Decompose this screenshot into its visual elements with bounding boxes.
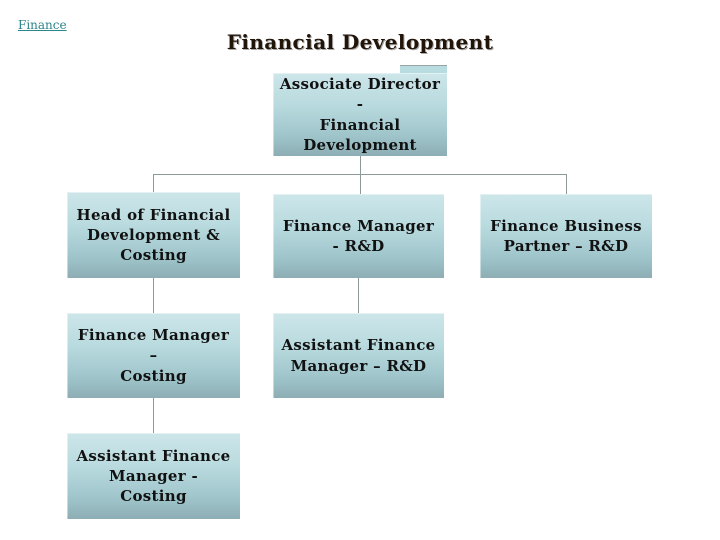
org-node-finance-manager-costing: Finance Manager – Costing bbox=[67, 313, 240, 398]
background-shape-fragment bbox=[400, 65, 447, 75]
connector-drop-left bbox=[153, 174, 154, 192]
org-node-finance-manager-rd: Finance Manager - R&D bbox=[273, 194, 444, 278]
org-node-associate-director-financial-development: Associate Director - Financial Developme… bbox=[273, 73, 447, 156]
connector-row2-horizontal bbox=[153, 174, 566, 175]
connector-fm-rd-to-assistant bbox=[358, 278, 359, 313]
org-node-head-of-financial-development-costing: Head of Financial Development & Costing bbox=[67, 192, 240, 278]
connector-fm-costing-to-assistant bbox=[153, 398, 154, 433]
connector-root-drop bbox=[360, 156, 361, 174]
org-node-finance-business-partner-rd: Finance Business Partner – R&D bbox=[480, 194, 652, 278]
org-node-assistant-finance-manager-costing: Assistant Finance Manager - Costing bbox=[67, 433, 240, 519]
connector-drop-right bbox=[566, 174, 567, 194]
page-title: Financial Development bbox=[226, 30, 494, 54]
org-node-assistant-finance-manager-rd: Assistant Finance Manager – R&D bbox=[273, 313, 444, 398]
connector-head-to-fm-costing bbox=[153, 278, 154, 313]
finance-breadcrumb-link[interactable]: Finance bbox=[18, 18, 67, 32]
connector-drop-middle bbox=[360, 174, 361, 194]
